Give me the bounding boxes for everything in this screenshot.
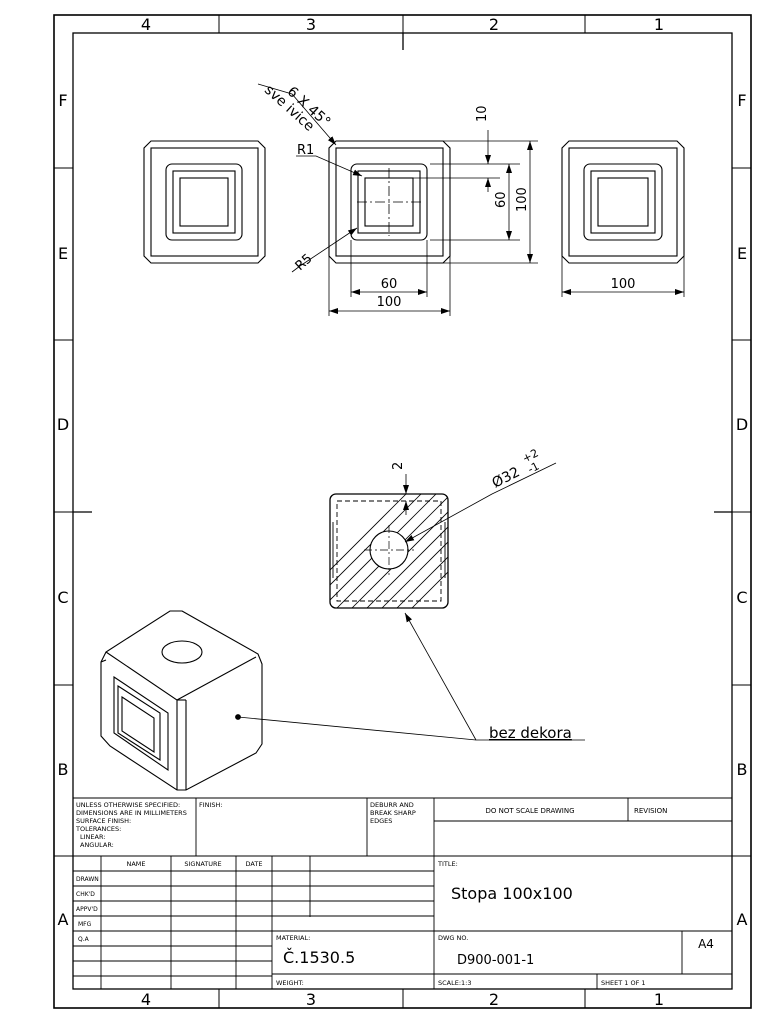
row-label-C-left: C xyxy=(57,588,68,607)
scale-label: SCALE:1:3 xyxy=(438,979,472,987)
note-label: bez dekora xyxy=(489,724,572,742)
section-view xyxy=(329,493,449,609)
finish-label: FINISH: xyxy=(199,801,223,809)
r5-label: R5 xyxy=(293,251,316,274)
col-label-1-bottom: 1 xyxy=(654,990,664,1009)
general-note-5: LINEAR: xyxy=(80,833,105,841)
row-label-B-left: B xyxy=(58,760,69,779)
right-view xyxy=(561,140,685,264)
general-note-4: TOLERANCES: xyxy=(75,825,121,833)
row-label-D-left: D xyxy=(57,415,69,434)
row-label-F-right: F xyxy=(737,91,746,110)
col-label-4-bottom: 4 xyxy=(141,990,151,1009)
name-header: NAME xyxy=(126,860,145,868)
date-header: DATE xyxy=(246,860,263,868)
r1-label: R1 xyxy=(297,143,314,158)
row-label-B-right: B xyxy=(737,760,748,779)
row-label-A-left: A xyxy=(58,910,69,929)
tolerance-minus: -1 xyxy=(526,460,542,477)
row-label-F-left: F xyxy=(58,91,67,110)
role-qa: Q.A xyxy=(78,936,90,943)
row-label-C-right: C xyxy=(736,588,747,607)
row-label-E-right: E xyxy=(737,244,747,263)
dim-2-label: 2 xyxy=(391,462,406,470)
col-label-1-top: 1 xyxy=(654,15,664,34)
sheet-size: A4 xyxy=(698,937,714,951)
title-block xyxy=(73,797,732,989)
deburr-3: EDGES xyxy=(370,817,392,825)
revision-label: REVISION xyxy=(634,807,667,815)
center-view-centerlines xyxy=(357,168,421,236)
general-note-2: DIMENSIONS ARE IN MILLIMETERS xyxy=(76,809,187,817)
row-label-E-left: E xyxy=(58,244,68,263)
section-texts: 2 Ø32 +2 -1 xyxy=(391,446,542,491)
isometric-view xyxy=(100,610,263,791)
role-mfg: MFG xyxy=(78,921,92,928)
dim-60-horizontal-label: 60 xyxy=(381,277,398,292)
zone-labels: 4 3 2 1 4 3 2 1 F E D C B A F E D C B A xyxy=(57,15,748,1009)
do-not-scale-label: DO NOT SCALE DRAWING xyxy=(485,807,574,815)
col-label-3-top: 3 xyxy=(306,15,316,34)
general-note-6: ANGULAR: xyxy=(80,841,114,849)
col-label-2-bottom: 2 xyxy=(489,990,499,1009)
dwg-no-value: D900-001-1 xyxy=(457,953,534,968)
role-checked: CHK'D xyxy=(76,891,95,898)
deburr-2: BREAK SHARP xyxy=(370,809,416,817)
section-dimensions xyxy=(403,462,557,543)
col-label-4-top: 4 xyxy=(141,15,151,34)
col-label-3-bottom: 3 xyxy=(306,990,316,1009)
row-label-A-right: A xyxy=(737,910,748,929)
general-note-1: UNLESS OTHERWISE SPECIFIED: xyxy=(76,801,180,809)
dim-100-vertical-label: 100 xyxy=(515,187,530,212)
title-label: TITLE: xyxy=(437,860,458,868)
dim-100-horizontal-label: 100 xyxy=(377,295,402,310)
title-block-texts: UNLESS OTHERWISE SPECIFIED: DIMENSIONS A… xyxy=(75,801,714,987)
dim-100-right-label: 100 xyxy=(611,277,636,292)
dimension-lines xyxy=(257,83,685,316)
col-label-2-top: 2 xyxy=(489,15,499,34)
drawing-title: Stopa 100x100 xyxy=(451,884,573,903)
material-label: MATERIAL: xyxy=(276,934,310,942)
role-drawn: DRAWN xyxy=(76,876,99,883)
note-leader xyxy=(235,612,585,741)
role-approved: APPV'D xyxy=(76,906,98,913)
sheet-label: SHEET 1 OF 1 xyxy=(601,979,646,987)
row-label-D-right: D xyxy=(736,415,748,434)
drawing-frame xyxy=(53,14,752,1009)
signature-header: SIGNATURE xyxy=(184,860,221,868)
material-value: Č.1530.5 xyxy=(283,948,355,967)
deburr-1: DEBURR AND xyxy=(370,801,414,809)
dwg-no-label: DWG NO. xyxy=(438,934,468,942)
dim-60-vertical-label: 60 xyxy=(494,191,509,208)
dim-10-label: 10 xyxy=(475,105,490,122)
general-note-3: SURFACE FINISH: xyxy=(76,817,131,825)
left-view xyxy=(143,140,266,264)
dimension-texts-top: 6 X 45° sve ivice R1 R5 10 60 100 60 100… xyxy=(261,82,636,310)
weight-label: WEIGHT: xyxy=(276,979,304,987)
